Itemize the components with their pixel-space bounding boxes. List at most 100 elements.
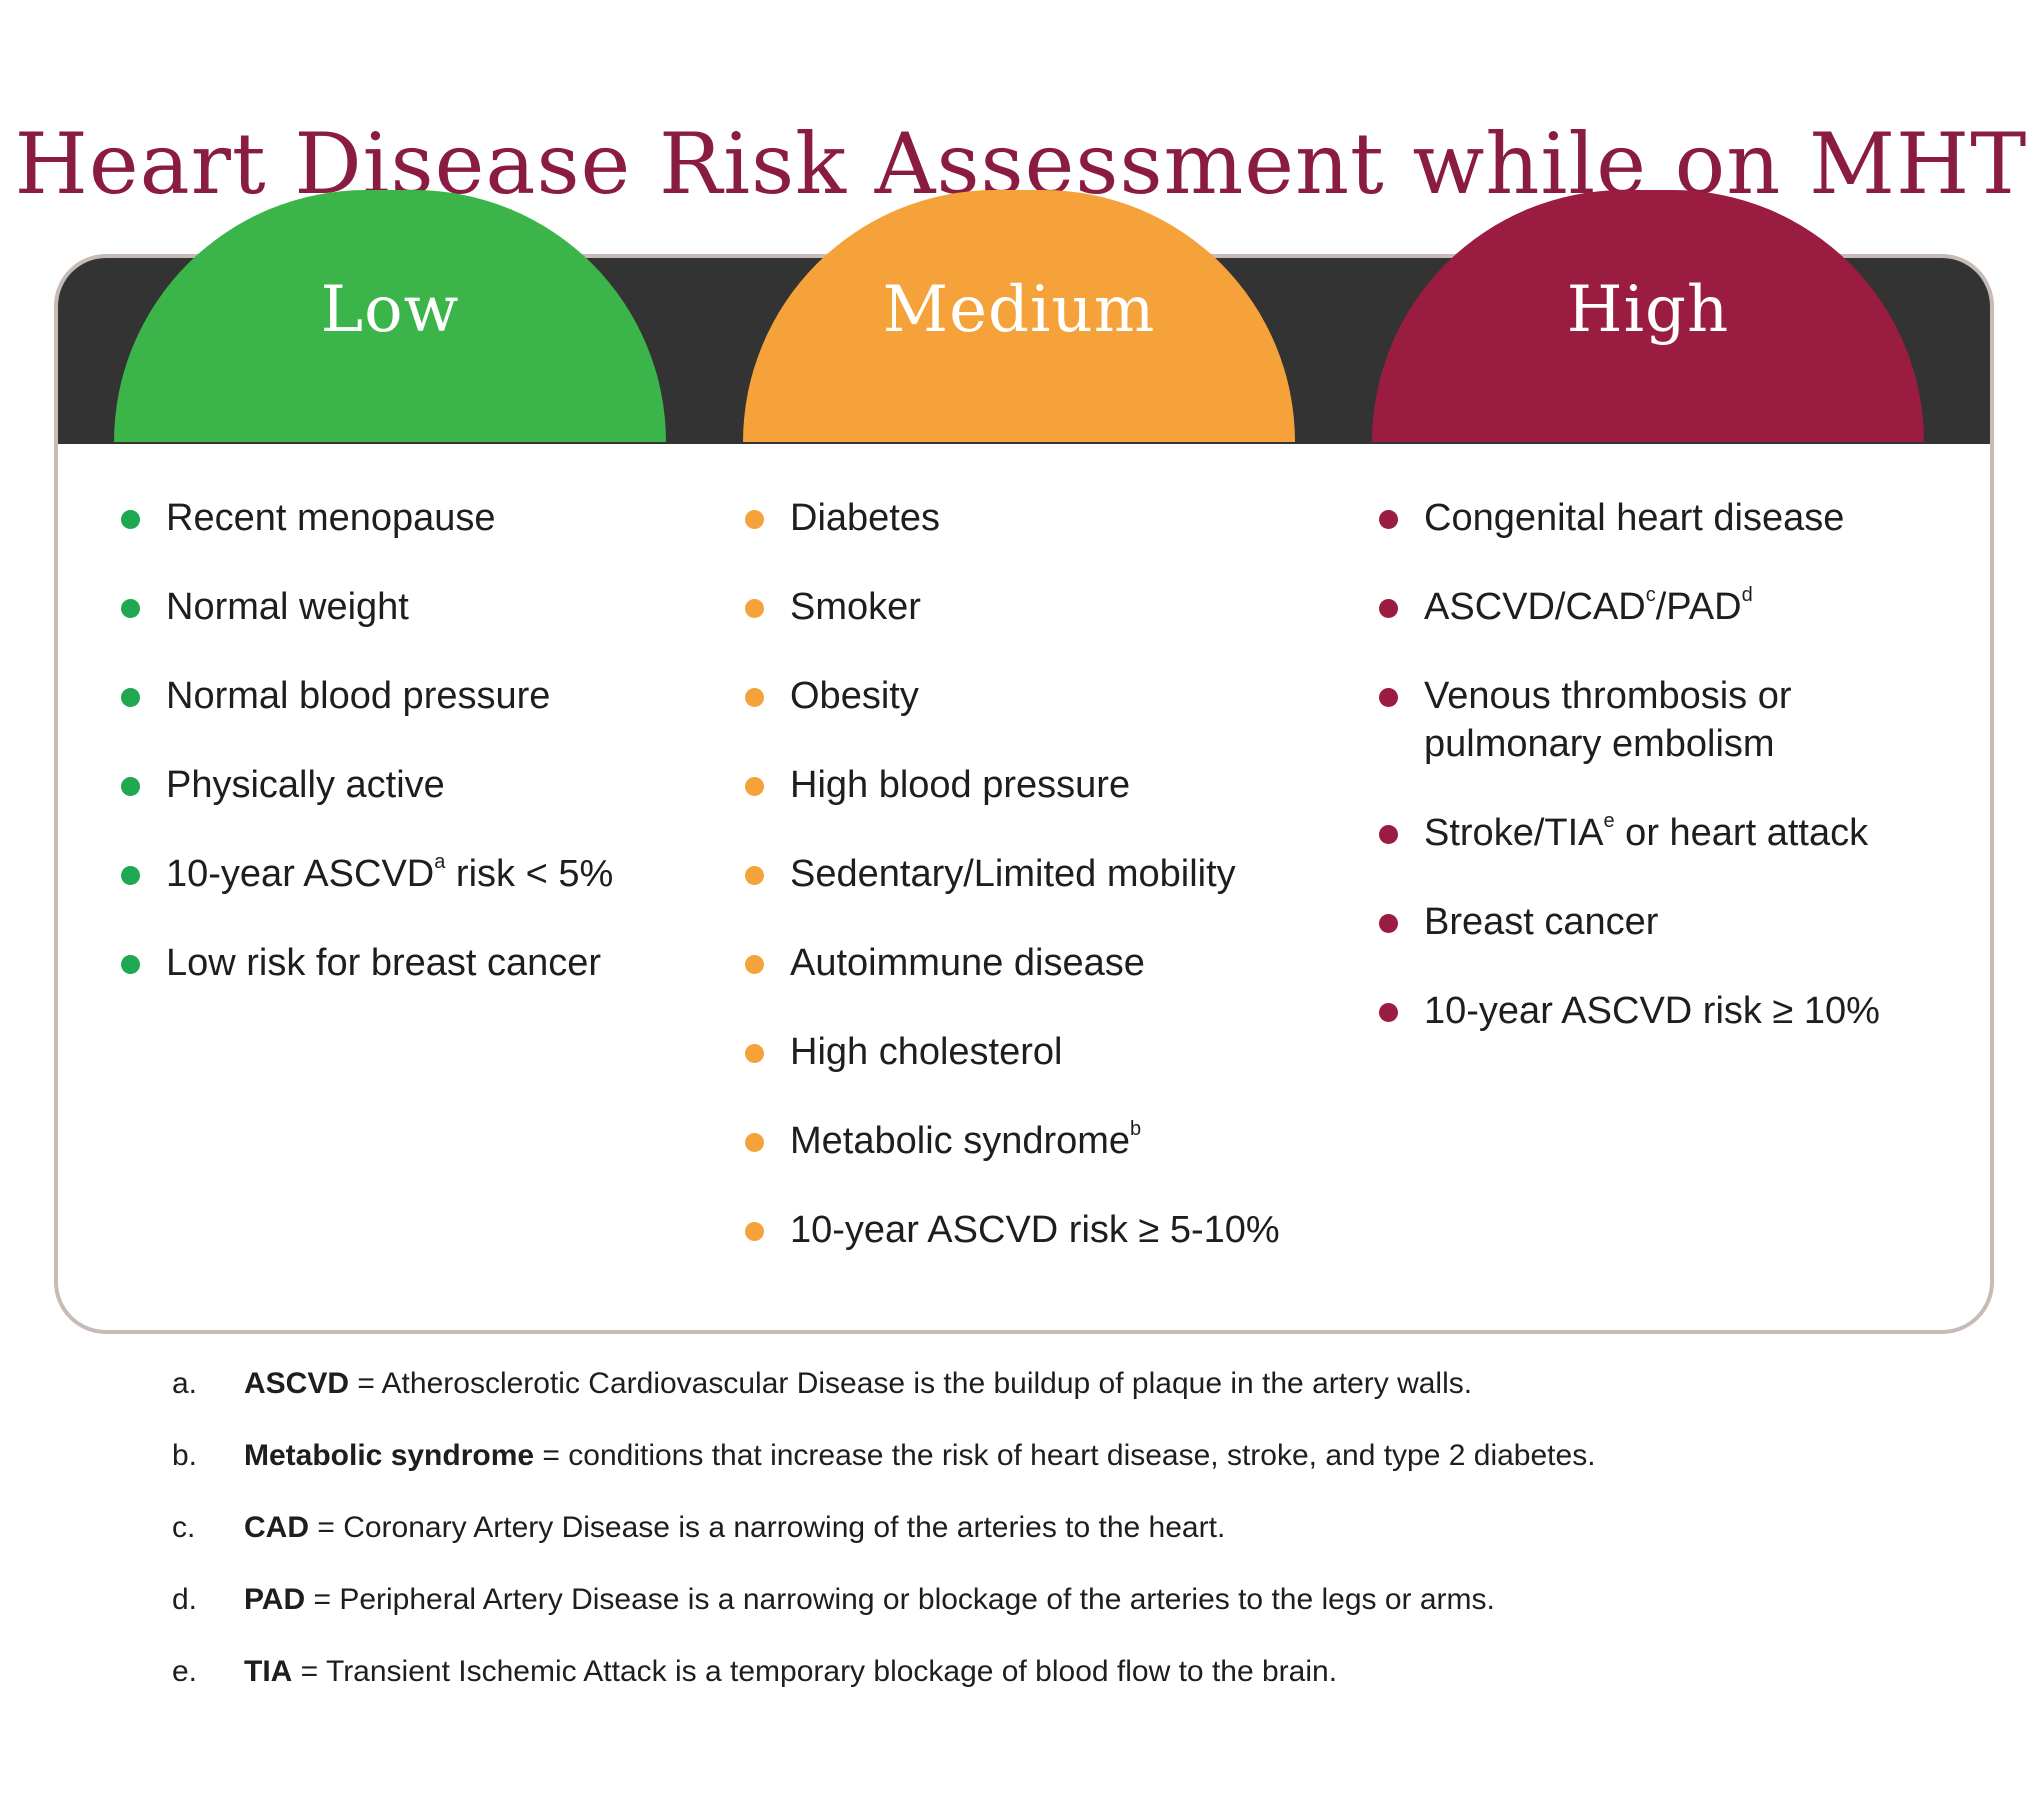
bullet-dot-icon bbox=[745, 955, 764, 974]
risk-item-text-continued: /PAD bbox=[1655, 586, 1742, 628]
risk-item: Recent menopause bbox=[118, 494, 678, 542]
risk-item-text: Sedentary/Limited mobility bbox=[790, 853, 1236, 895]
bullet-dot-icon bbox=[121, 688, 140, 707]
bullet-dot-icon bbox=[1379, 914, 1398, 933]
low-risk-header: Low bbox=[114, 190, 666, 442]
bullet-dot-icon bbox=[121, 866, 140, 885]
risk-item-text: Metabolic syndrome bbox=[790, 1120, 1131, 1162]
bullet-dot-icon bbox=[121, 777, 140, 796]
risk-item-text-continued: risk < 5% bbox=[445, 853, 614, 895]
risk-item-text: 10-year ASCVD bbox=[166, 853, 435, 895]
bullet-dot-icon bbox=[121, 955, 140, 974]
risk-item: 10-year ASCVDa risk < 5% bbox=[118, 850, 678, 898]
footnote-letter: c. bbox=[172, 1511, 196, 1544]
footnote-term: CAD bbox=[244, 1511, 309, 1544]
risk-item: High blood pressure bbox=[742, 761, 1342, 809]
footnote-marker: c bbox=[1645, 584, 1656, 607]
risk-item: Venous thrombosis or pulmonary embolism bbox=[1376, 672, 1976, 768]
risk-item-text: High cholesterol bbox=[790, 1031, 1063, 1073]
risk-item: Low risk for breast cancer bbox=[118, 939, 678, 987]
bullet-dot-icon bbox=[745, 599, 764, 618]
footnote-marker: a bbox=[434, 851, 446, 874]
footnote-definition: = Coronary Artery Disease is a narrowing… bbox=[309, 1511, 1226, 1544]
bullet-dot-icon bbox=[745, 688, 764, 707]
bullet-dot-icon bbox=[745, 1044, 764, 1063]
risk-item: Stroke/TIAe or heart attack bbox=[1376, 809, 1976, 857]
footnote-item: a. ASCVD = Atherosclerotic Cardiovascular… bbox=[172, 1364, 1972, 1404]
bullet-dot-icon bbox=[1379, 825, 1398, 844]
footnote-term: TIA bbox=[244, 1655, 293, 1688]
footnote-definition: = Peripheral Artery Disease is a narrowi… bbox=[305, 1583, 1495, 1616]
bullet-dot-icon bbox=[1379, 688, 1398, 707]
risk-item: Metabolic syndromeb bbox=[742, 1117, 1342, 1165]
risk-item-text: Venous thrombosis or pulmonary embolism bbox=[1424, 675, 1792, 765]
low-risk-label: Low bbox=[320, 273, 460, 347]
risk-item: 10-year ASCVD risk ≥ 10% bbox=[1376, 987, 1976, 1035]
footnote-letter: a. bbox=[172, 1367, 198, 1400]
risk-item: Smoker bbox=[742, 583, 1342, 631]
footnote-term: ASCVD bbox=[244, 1367, 350, 1400]
bullet-dot-icon bbox=[121, 510, 140, 529]
risk-item-text: Breast cancer bbox=[1424, 901, 1659, 943]
risk-item-text: Stroke/TIA bbox=[1424, 812, 1604, 854]
footnote-letter: e. bbox=[172, 1655, 198, 1688]
bullet-dot-icon bbox=[1379, 599, 1398, 618]
risk-item: High cholesterol bbox=[742, 1028, 1342, 1076]
footnote-marker: e bbox=[1603, 810, 1615, 833]
risk-item: Breast cancer bbox=[1376, 898, 1976, 946]
footnote-marker: b bbox=[1130, 1118, 1142, 1141]
bullet-dot-icon bbox=[745, 1133, 764, 1152]
medium-risk-header: Medium bbox=[743, 190, 1295, 442]
footnote-item: c. CAD = Coronary Artery Disease is a nar… bbox=[172, 1508, 1972, 1548]
high-risk-label: High bbox=[1566, 273, 1730, 347]
bullet-dot-icon bbox=[121, 599, 140, 618]
risk-item-text-continued: or heart attack bbox=[1614, 812, 1869, 854]
medium-risk-label: Medium bbox=[882, 273, 1156, 347]
risk-item: Congenital heart disease bbox=[1376, 494, 1976, 542]
risk-item-text: Physically active bbox=[166, 764, 445, 806]
risk-item: Physically active bbox=[118, 761, 678, 809]
risk-item: Diabetes bbox=[742, 494, 1342, 542]
footnote-definition: = Transient Ischemic Attack is a tempora… bbox=[292, 1655, 1338, 1688]
risk-item: Sedentary/Limited mobility bbox=[742, 850, 1342, 898]
risk-item-text: 10-year ASCVD risk ≥ 10% bbox=[1424, 990, 1880, 1032]
risk-item-text: Diabetes bbox=[790, 497, 940, 539]
footnote-letter: d. bbox=[172, 1583, 198, 1616]
bullet-dot-icon bbox=[745, 510, 764, 529]
risk-item: Normal blood pressure bbox=[118, 672, 678, 720]
high-risk-header: High bbox=[1372, 190, 1924, 442]
bullet-dot-icon bbox=[745, 777, 764, 796]
footnote-item: d. PAD = Peripheral Artery Disease is a n… bbox=[172, 1580, 1972, 1620]
bullet-dot-icon bbox=[1379, 510, 1398, 529]
risk-item-text: Normal blood pressure bbox=[166, 675, 551, 717]
footnotes-list: a. ASCVD = Atherosclerotic Cardiovascular… bbox=[172, 1364, 1972, 1724]
risk-item: Normal weight bbox=[118, 583, 678, 631]
footnote-item: b. Metabolic syndrome = conditions that i… bbox=[172, 1436, 1972, 1476]
risk-item-text: Autoimmune disease bbox=[790, 942, 1145, 984]
risk-item-text: Congenital heart disease bbox=[1424, 497, 1845, 539]
bullet-dot-icon bbox=[745, 1222, 764, 1241]
risk-item-text: Low risk for breast cancer bbox=[166, 942, 602, 984]
risk-item-text: Smoker bbox=[790, 586, 921, 628]
risk-item-text: Obesity bbox=[790, 675, 919, 717]
footnote-term: PAD bbox=[244, 1583, 306, 1616]
risk-item: Autoimmune disease bbox=[742, 939, 1342, 987]
footnote-definition: = conditions that increase the risk of h… bbox=[534, 1439, 1596, 1472]
footnote-term: Metabolic syndrome bbox=[244, 1439, 535, 1472]
risk-item-text: 10-year ASCVD risk ≥ 5-10% bbox=[790, 1209, 1280, 1251]
risk-item-text: Normal weight bbox=[166, 586, 409, 628]
footnote-letter: b. bbox=[172, 1439, 198, 1472]
risk-item: ASCVD/CADc/PADd bbox=[1376, 583, 1976, 631]
risk-item: Obesity bbox=[742, 672, 1342, 720]
risk-item: 10-year ASCVD risk ≥ 5-10% bbox=[742, 1206, 1342, 1254]
footnote-marker: d bbox=[1741, 584, 1753, 607]
risk-item-text: High blood pressure bbox=[790, 764, 1131, 806]
risk-item-text: Recent menopause bbox=[166, 497, 496, 539]
risk-item-text: ASCVD/CAD bbox=[1424, 586, 1646, 628]
footnote-item: e. TIA = Transient Ischemic Attack is a t… bbox=[172, 1652, 1972, 1692]
bullet-dot-icon bbox=[1379, 1003, 1398, 1022]
footnote-definition: = Atherosclerotic Cardiovascular Disease… bbox=[349, 1367, 1473, 1400]
